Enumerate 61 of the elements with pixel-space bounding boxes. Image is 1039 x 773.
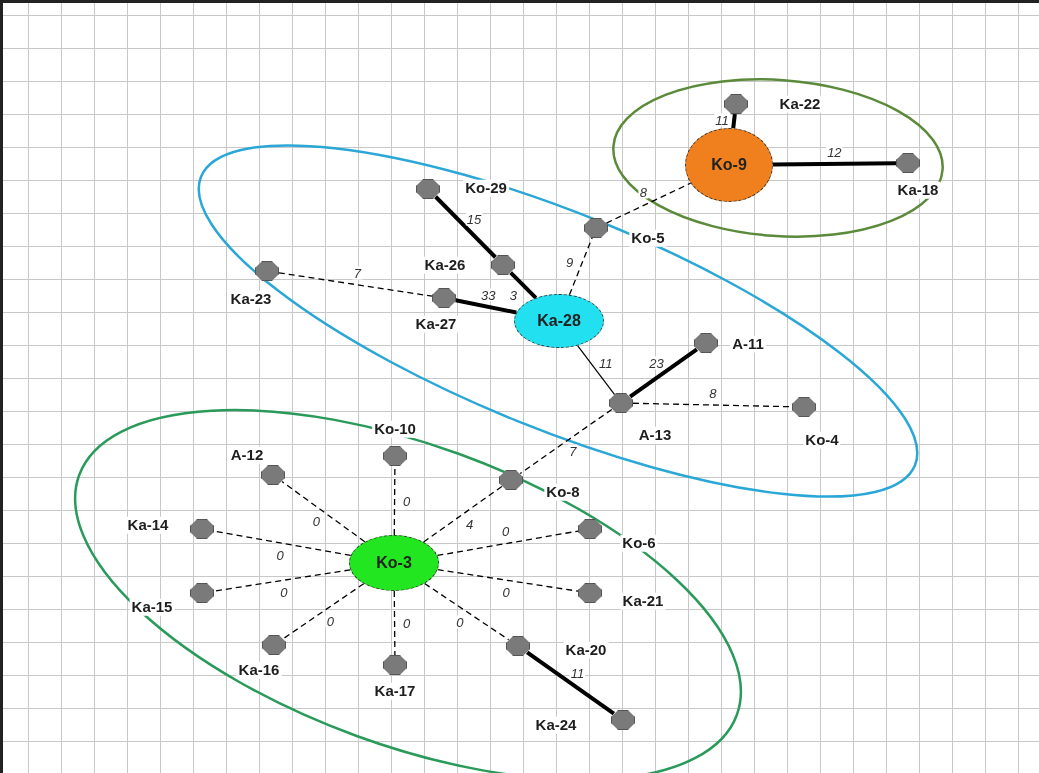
node-label: Ka-17 [372,682,418,700]
edge-label: 0 [501,585,511,599]
edge-label: 0 [401,616,412,630]
edge-label: 8 [638,185,648,199]
connector-line [437,569,579,592]
node-label: Ka-21 [620,592,666,610]
edge-label: 33 [480,288,497,302]
node-label: Ko-6 [620,534,658,552]
edge-label: 0 [275,548,285,562]
edge-label: 0 [325,614,335,628]
node-label: Ka-16 [236,661,282,679]
edge-label: 0 [455,615,465,629]
node-label: A-13 [636,426,674,444]
connector-line [731,113,737,129]
connector-line [526,650,615,716]
edge-label: 11 [597,356,614,370]
connector-line [519,408,613,475]
connector-line [278,272,433,297]
edge-label: 7 [568,444,578,458]
node-label: A-12 [228,446,266,464]
connector-line [424,582,510,641]
connector-line [509,271,538,300]
hub-node-circle: Ko-3 [349,535,439,591]
connector-line [455,298,517,315]
node-label: Ka-27 [413,315,459,333]
edge-label: 0 [501,524,511,538]
edge-label: 7 [352,266,362,280]
node-label: Ka-24 [533,716,579,734]
edge-label: 0 [401,494,412,508]
edge-label: 15 [465,212,483,226]
edge-label: 11 [714,113,730,127]
connector-line [213,569,351,592]
edge-label: 8 [708,386,718,400]
connector-line [434,195,497,259]
connector-line [423,485,503,543]
node-label: Ko-10 [372,420,418,438]
node-label: Ko-4 [803,431,841,449]
edge-label: 23 [648,356,665,370]
edge-label: 0 [279,585,289,599]
node-label: Ko-5 [629,229,667,247]
connector-line [281,480,366,543]
node-label: A-11 [730,335,766,353]
edge-label: 4 [465,517,475,531]
node-label: Ko-29 [463,179,509,197]
edge-label: 0 [311,514,321,528]
edge-label: 12 [826,145,843,159]
connector-line [393,590,396,656]
connector-line [772,161,897,167]
connector-line [568,236,593,296]
connector-line [436,530,579,557]
node-label: Ka-23 [228,290,274,308]
node-label: Ka-20 [563,641,609,659]
edge-label: 9 [565,255,575,269]
node-label: Ka-26 [422,256,468,274]
hub-node-circle: Ko-9 [685,128,773,202]
node-label: Ka-22 [777,95,823,113]
node-label: Ka-18 [895,181,941,199]
node-label: Ko-8 [544,483,582,501]
edge-label: 11 [569,666,586,680]
node-label: Ka-15 [129,598,175,616]
node-label: Ka-14 [125,516,171,534]
